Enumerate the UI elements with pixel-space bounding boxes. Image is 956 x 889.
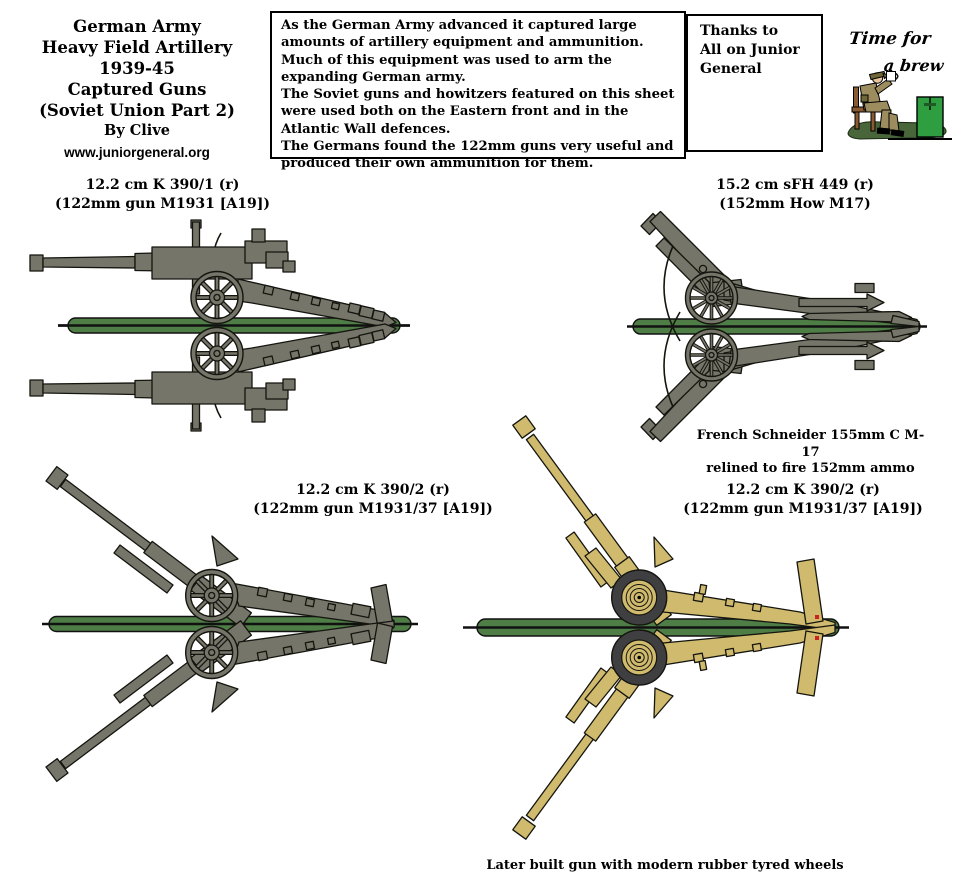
- info-paragraph: The Germans found the 122mm guns very us…: [281, 139, 674, 172]
- thanks-box: Thanks to All on Junior General: [686, 14, 823, 152]
- tea-mug: [886, 71, 896, 82]
- gun-2-designation: (152mm How M17): [719, 196, 871, 212]
- gun-4-name: 12.2 cm K 390/2 (r): [726, 482, 880, 498]
- gun-4-designation: (122mm gun M1931/37 [A19]): [683, 501, 923, 517]
- info-box: As the German Army advanced it captured …: [270, 11, 686, 171]
- brew-note-line2: a brew: [883, 56, 945, 75]
- gun-1-label: 12.2 cm K 390/1 (r) (122mm gun M1931 [A1…: [20, 176, 305, 214]
- page-title: German Army Heavy Field Artillery 1939-4…: [39, 17, 235, 120]
- tea-break-illustration: [847, 70, 952, 140]
- soldier-figure: [859, 70, 905, 137]
- gun-3-mirror: [46, 621, 394, 782]
- gun-3-name: 12.2 cm K 390/2 (r): [296, 482, 450, 498]
- brew-note-line1: Time for: [847, 29, 932, 49]
- info-paragraph: As the German Army advanced it captured …: [281, 18, 644, 85]
- gun-2-name: 15.2 cm sFH 449 (r): [716, 177, 874, 193]
- gun-4-label: 12.2 cm K 390/2 (r) (122mm gun M1931/37 …: [653, 481, 953, 519]
- info-paragraph: The Soviet guns and howitzers featured o…: [281, 87, 675, 137]
- byline: By Clive: [104, 122, 170, 139]
- gun-4-wheel: [611, 569, 668, 626]
- gun-4-caption: Later built gun with modern rubber tyred…: [486, 858, 844, 873]
- gun-4-mirror: [513, 625, 835, 839]
- gun-3-label: 12.2 cm K 390/2 (r) (122mm gun M1931/37 …: [228, 481, 518, 519]
- gun-2-label: 15.2 cm sFH 449 (r) (152mm How M17): [655, 176, 935, 214]
- gun-3-drawing: [45, 465, 395, 628]
- gun-2-wheel: [686, 272, 738, 324]
- gun-3-wheel: [186, 570, 238, 622]
- gun-1-designation: (122mm gun M1931 [A19]): [55, 196, 270, 212]
- gun-2-drawing: [640, 210, 921, 342]
- gun-4-drawing: [512, 415, 836, 631]
- website-url: www.juniorgeneral.org: [64, 145, 210, 160]
- gun-2-caption: French Schneider 155mm C M-17 relined to…: [696, 428, 925, 476]
- gun-1-drawing: [29, 219, 397, 328]
- gun-3-designation: (122mm gun M1931/37 [A19]): [253, 501, 493, 517]
- gun-1-mirror: [30, 324, 396, 431]
- gun-1-wheel: [191, 272, 243, 324]
- gun-1-name: 12.2 cm K 390/1 (r): [85, 177, 240, 193]
